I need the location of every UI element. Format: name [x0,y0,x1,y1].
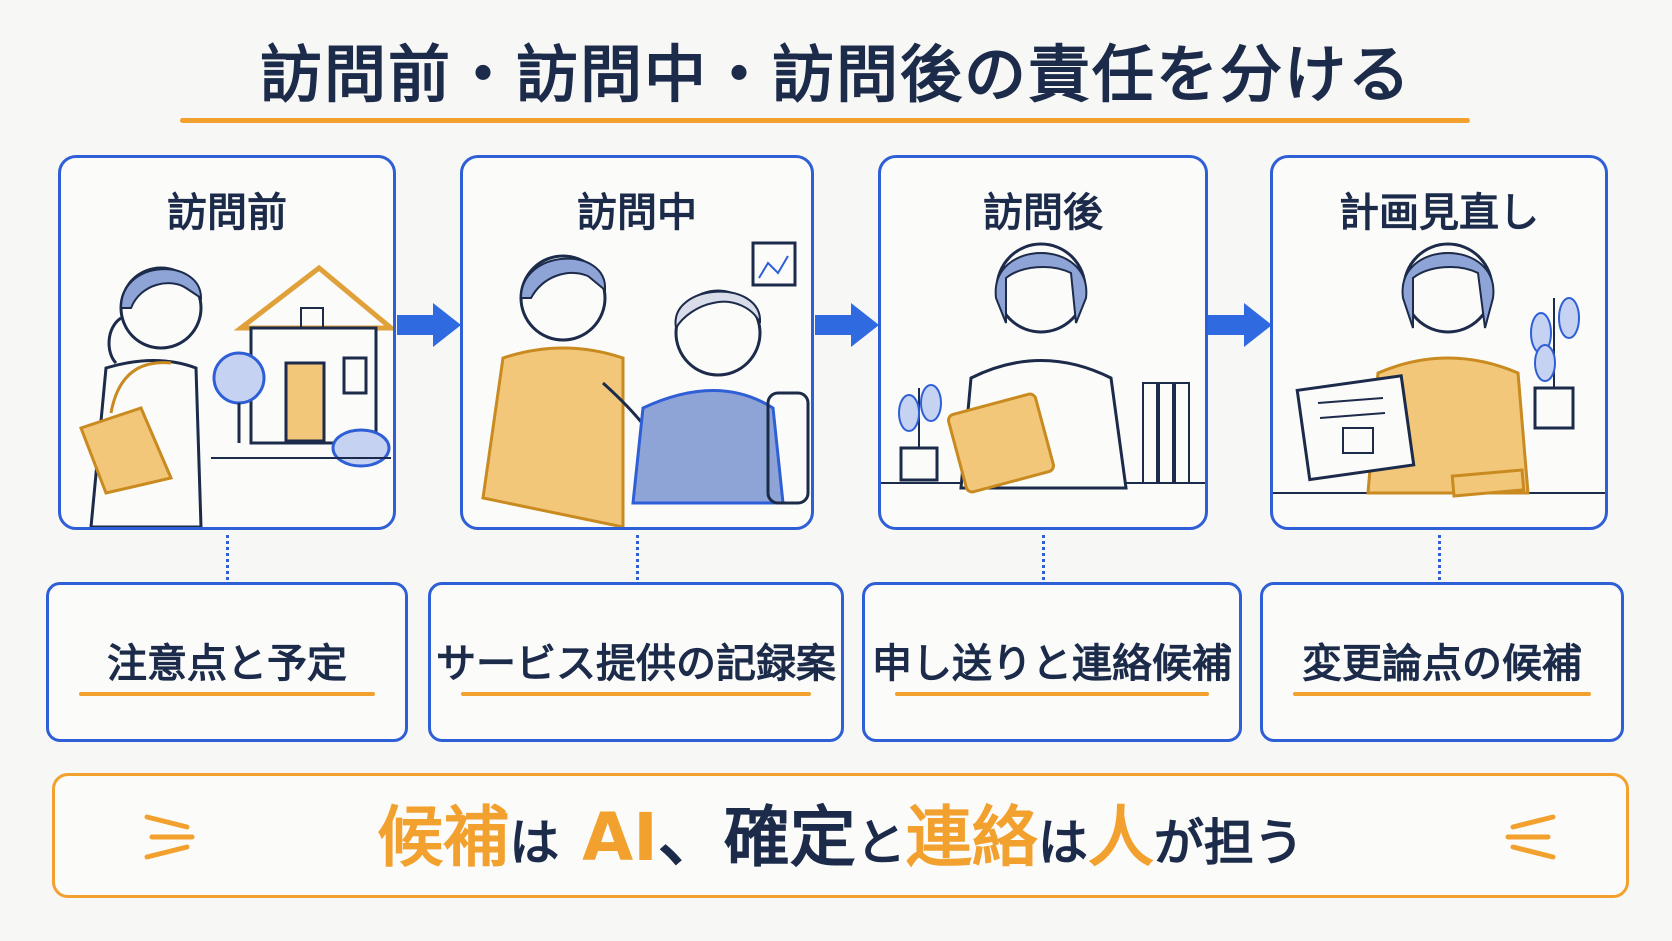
summary-banner-text: 候補は AI、確定と連絡は人が担う [55,798,1626,877]
banner-word-handles: が担う [1153,814,1304,872]
sparkle-left-icon [142,812,202,866]
stage-label: 訪問後 [983,190,1103,236]
card-underline [79,692,375,696]
page-title: 訪問前・訪問中・訪問後の責任を分ける [259,38,1412,111]
card-underline [895,692,1209,696]
stage-note-card: 注意点と予定 [46,582,408,742]
stage-panel-before-visit: 訪問前 [58,155,396,530]
stage-panel-after-visit: 訪問後 [878,155,1208,530]
banner-word-contact: 連絡 [905,799,1038,876]
card-underline [1293,692,1591,696]
banner-particle: は [509,814,560,872]
stage-note-card: 申し送りと連絡候補 [862,582,1242,742]
summary-banner: 候補は AI、確定と連絡は人が担う [52,773,1629,898]
stage-note-card: 変更論点の候補 [1260,582,1624,742]
banner-particle: と [855,814,906,872]
stage-label: 計画見直し [1339,190,1539,236]
panel-card-connector [1042,535,1045,580]
caregiver-walking-to-house-illustration [79,264,393,527]
right-arrow-icon [397,303,461,351]
panel-card-connector [636,535,639,580]
stage-label: 訪問中 [577,190,697,236]
panel-card-connector [226,535,229,580]
caregiver-assisting-elder-illustration [481,241,810,527]
stage-note-text: サービス提供の記録案 [436,641,836,687]
banner-word-confirm: 、確定 [657,799,856,876]
stage-label: 訪問前 [167,190,287,236]
banner-word-candidates: 候補 [377,799,510,876]
title-underline [180,118,1470,123]
stage-panel-plan-review: 計画見直し [1270,155,1608,530]
sparkle-right-icon [1498,812,1558,866]
stage-note-text: 変更論点の候補 [1302,641,1582,687]
right-arrow-icon [815,303,879,351]
banner-word-ai: AI [582,799,658,876]
right-arrow-icon [1208,303,1272,351]
stage-panel-during-visit: 訪問中 [460,155,814,530]
banner-word-person: 人 [1087,799,1154,876]
card-underline [461,692,811,696]
stage-note-text: 申し送りと連絡候補 [872,641,1232,687]
stage-note-card: サービス提供の記録案 [428,582,844,742]
banner-particle: は [1037,814,1088,872]
panel-card-connector [1438,535,1441,580]
caregiver-reviewing-plan-illustration [1273,242,1605,498]
caregiver-writing-notes-illustration [881,242,1205,494]
stage-note-text: 注意点と予定 [107,641,347,687]
